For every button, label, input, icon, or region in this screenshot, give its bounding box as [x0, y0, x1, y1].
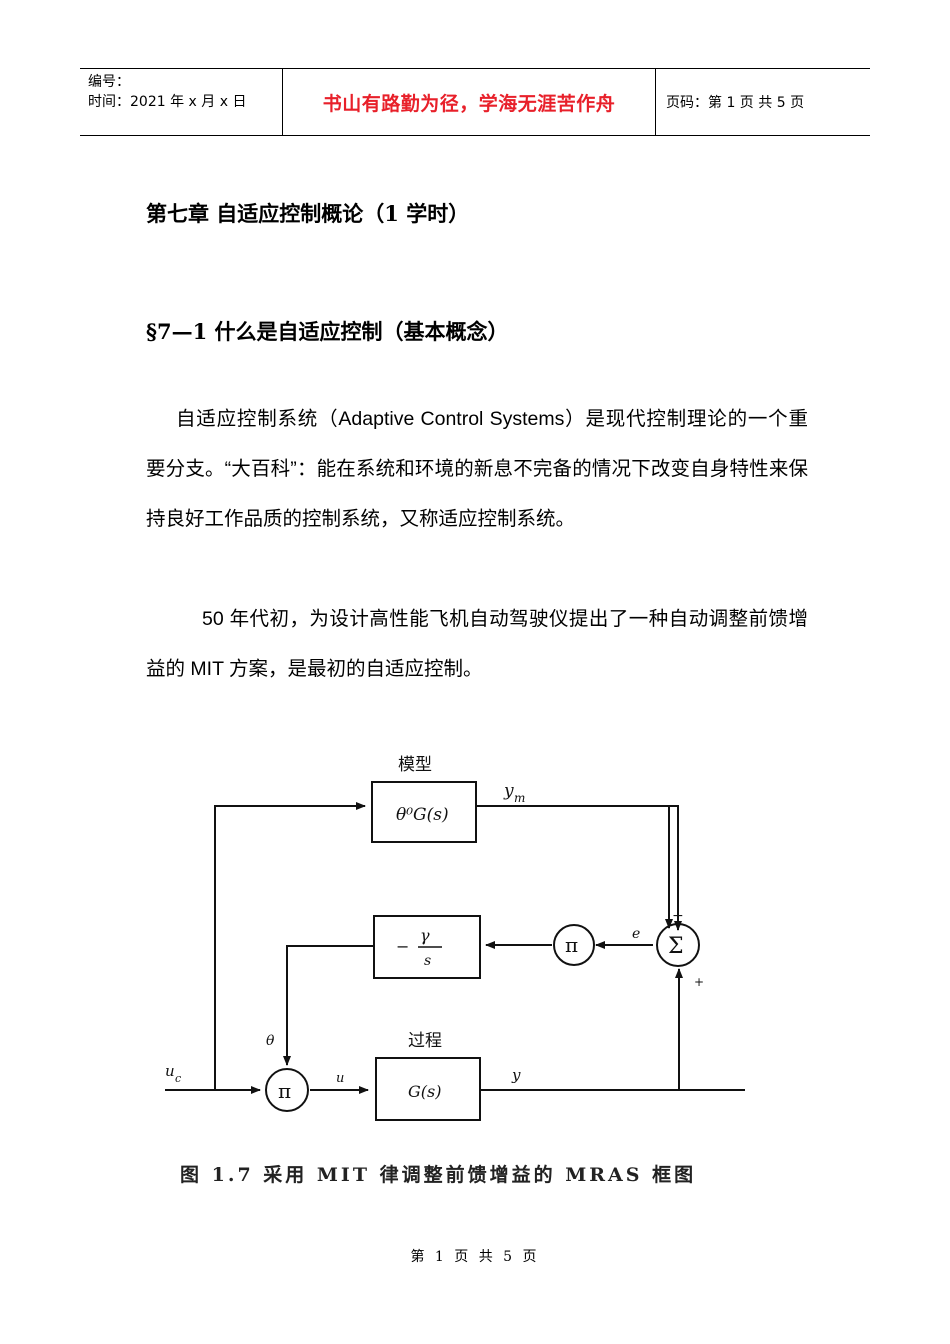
page-info: 页码：第 1 页 共 5 页 — [666, 95, 805, 111]
minus-label: − — [672, 908, 684, 924]
ym-subscript: m — [514, 791, 525, 805]
model-block — [371, 781, 477, 843]
ym-label: y — [503, 781, 514, 801]
time-label: 时间：2021 年 x 月 x 日 — [88, 94, 247, 110]
error-label: e — [632, 926, 640, 942]
header-table: 编号： 时间：2021 年 x 月 x 日 书山有路勤为径，学海无涯苦作舟 页码… — [80, 68, 870, 136]
multiplier-top — [553, 924, 595, 966]
u-label: u — [336, 1071, 344, 1086]
model-transfer-function: θ⁰G(s) — [396, 805, 449, 825]
sigma-symbol: Σ — [668, 934, 684, 959]
section-title: §7—1 什么是自适应控制（基本概念） — [146, 319, 509, 344]
motto: 书山有路勤为径，学海无涯苦作舟 — [282, 69, 656, 135]
plus-label: + — [694, 975, 704, 989]
paragraph-history: 50 年代初，为设计高性能飞机自动驾驶仪提出了一种自动调整前馈增益的 MIT 方… — [146, 608, 808, 680]
header-left-cell: 编号： 时间：2021 年 x 月 x 日 — [80, 69, 282, 135]
gain-denominator: s — [424, 953, 431, 969]
number-label: 编号： — [88, 74, 130, 90]
uc-label: u — [165, 1062, 175, 1080]
page-footer: 第 1 页 共 5 页 — [410, 1249, 540, 1265]
gain-sign: − — [396, 937, 409, 956]
pi-symbol-bottom: π — [278, 1079, 291, 1103]
process-label: 过程 — [408, 1031, 442, 1051]
model-label: 模型 — [398, 755, 432, 775]
chapter-title: 第七章 自适应控制概论（1 学时） — [146, 201, 470, 226]
y-label: y — [511, 1066, 521, 1084]
mras-block-diagram: 模型 θ⁰G(s) y m γ s − π Σ e + − θ π 过程 G(s… — [160, 740, 760, 1200]
summing-junction — [656, 923, 700, 967]
pi-symbol-top: π — [565, 933, 578, 957]
uc-subscript: c — [175, 1072, 181, 1085]
multiplier-bottom — [265, 1068, 309, 1112]
theta-label: θ — [266, 1033, 275, 1049]
process-transfer-function: G(s) — [408, 1082, 441, 1101]
paragraph-intro: 自适应控制系统（Adaptive Control Systems）是现代控制理论… — [146, 408, 808, 530]
gain-numerator: γ — [420, 926, 430, 945]
figure-caption: 图 1.7 采用 MIT 律调整前馈增益的 MRAS 框图 — [180, 1164, 697, 1186]
